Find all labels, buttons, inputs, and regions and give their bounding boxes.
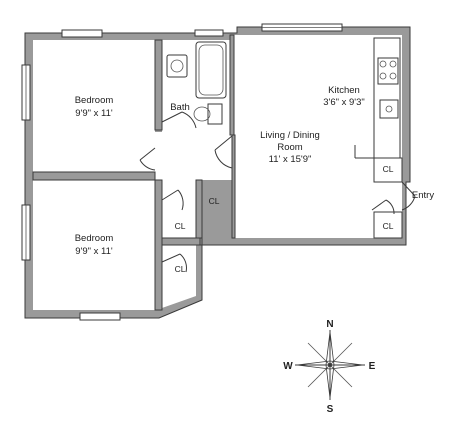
closet-label-hall: CL bbox=[209, 196, 220, 206]
interior-walls bbox=[32, 34, 236, 311]
closet-label-hall-lower: CL bbox=[175, 221, 186, 231]
closet-label-entry-top: CL bbox=[383, 164, 394, 174]
closet-label-entry-bottom: CL bbox=[383, 221, 394, 231]
compass-north: N bbox=[326, 319, 333, 330]
compass-east: E bbox=[369, 361, 376, 372]
living-size: 11' x 15'9" bbox=[269, 154, 312, 165]
bedroom2-size: 9'9" x 11' bbox=[75, 246, 113, 257]
bath-label: Bath bbox=[170, 102, 190, 113]
compass-rose: N S E W bbox=[283, 319, 375, 415]
living-name-line2: Room bbox=[277, 142, 302, 153]
closet-label-bedroom2: CL bbox=[175, 264, 186, 274]
kitchen-size: 3'6" x 9'3" bbox=[323, 97, 365, 108]
bedroom2-name: Bedroom bbox=[75, 233, 114, 244]
entry-label: Entry bbox=[412, 190, 434, 201]
living-name-line1: Living / Dining bbox=[260, 130, 320, 141]
right-closets bbox=[373, 157, 403, 239]
bedroom1-size: 9'9" x 11' bbox=[75, 108, 113, 119]
kitchen-name: Kitchen bbox=[328, 85, 360, 96]
room-interiors bbox=[33, 35, 402, 310]
kitchen-fixtures bbox=[354, 37, 401, 159]
windows bbox=[21, 23, 343, 321]
compass-icon bbox=[295, 330, 365, 400]
compass-south: S bbox=[327, 404, 334, 415]
bedroom1-name: Bedroom bbox=[75, 95, 114, 106]
compass-west: W bbox=[283, 361, 293, 372]
doors bbox=[139, 111, 416, 273]
room-labels: Bedroom 9'9" x 11' Bedroom 9'9" x 11' Ba… bbox=[75, 85, 435, 274]
bath-fixtures bbox=[166, 41, 227, 125]
